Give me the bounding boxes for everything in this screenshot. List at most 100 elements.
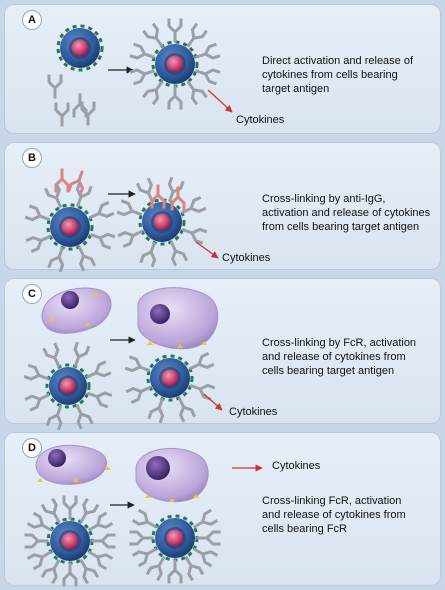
bound-antibody-icon [42,342,61,369]
antigen-markers [45,363,91,409]
antigen-markers [138,198,186,246]
panel-b-description: Cross-linking by anti-IgG, activation an… [262,193,431,233]
nucleus [61,532,79,550]
panel-d-activated-fcr-cell [135,447,209,503]
bound-antibody-icon [40,558,61,585]
panel-b-cytokines-label: Cytokines [222,252,271,264]
bound-antibody-icon [139,241,157,268]
bound-antibody-icon [184,555,205,582]
bound-antibody-icon [77,245,97,272]
panel-c-activated-fcr-cell [137,287,219,350]
fcr-cell-body [135,447,209,503]
bound-antibody-icon [62,495,78,520]
panel-b-target-cell [46,203,94,251]
panel-a-badge: A [22,10,42,30]
bound-antibody-icon [40,497,61,524]
fc-receptor-icon [85,322,91,326]
panel-b-cytokine-arrow [195,241,219,259]
bound-antibody-icon [188,351,215,371]
bound-antibody-icon [167,559,183,584]
bound-antibody-icon [26,511,53,532]
bound-antibody-icon [89,232,116,250]
bound-antibody-icon [91,533,116,549]
bound-antibody-icon [194,68,221,86]
bound-antibody-icon [24,204,51,222]
bound-antibody-icon [189,383,216,401]
fc-receptor-icon [105,466,111,470]
panel-b-badge: B [22,148,42,168]
bound-antibody-icon [181,227,208,245]
panel-c-activated-target-cell [146,354,194,402]
fcr-cell-body [35,444,108,485]
panel-d-badge: D [22,438,42,458]
bound-antibody-icon [142,22,164,48]
panel-a-cytokine-arrow [207,89,233,113]
antigen-markers [56,24,104,72]
bound-antibody-icon [79,558,100,585]
nucleus [153,213,171,231]
anti-igg-icon [170,186,186,211]
fc-receptor-icon [49,317,55,321]
fcr-nucleus [48,449,66,467]
antigen-markers [146,354,194,402]
panel-c-description: Cross-linking by FcR, activation and rel… [262,337,417,377]
anti-igg-icon [150,184,166,209]
fc-receptor-icon [177,344,183,348]
antigen-markers [46,203,94,251]
bound-antibody-icon [87,550,114,571]
bound-antibody-icon [124,355,151,373]
bound-antibody-icon [25,234,52,254]
fc-receptor-icon [93,292,99,296]
fcr-cell-body [137,287,219,350]
panel-d-cytokines-label: Cytokines [272,460,321,472]
panel-d-fcr-cell [35,444,111,485]
fc-receptor-icon [201,341,207,345]
bound-antibody-icon [23,363,50,381]
bound-antibody-icon [147,397,165,424]
bound-antibody-icon [24,393,51,412]
bound-antibody-icon [125,385,152,405]
bound-antibody-icon [192,508,219,529]
bound-antibody-icon [186,80,208,106]
bound-antibody-icon [129,42,156,60]
panel-c-fcr-cell [41,287,112,334]
bound-antibody-icon [142,80,164,106]
bound-antibody-icon [194,42,221,60]
bound-antibody-icon [88,200,115,220]
bound-antibody-icon [85,360,112,379]
bound-antibody-icon [26,550,53,571]
free-antibody-icon [80,101,96,126]
bound-antibody-icon [186,22,208,48]
fc-receptor-icon [145,494,151,498]
bound-antibody-icon [24,533,49,549]
fcr-nucleus [150,304,170,324]
free-antibody-icon [47,74,63,99]
free-antibody-icon [54,102,70,127]
panel-c-cytokines-label: Cytokines [229,406,278,418]
bound-antibody-icon [86,391,113,409]
bound-antibody-icon [117,229,144,249]
panel-a-description: Direct activation and release of cytokin… [262,55,414,95]
nucleus [161,369,179,387]
fcr-cell-body [41,287,112,334]
fc-receptor-icon [193,494,199,498]
panel-d-target-cell [46,517,94,565]
nucleus [166,529,184,547]
bound-antibody-icon [73,341,91,368]
bound-antibody-icon [87,511,114,532]
bound-antibody-icon [43,182,63,209]
panel-d-activated-target-cell [151,514,199,562]
fc-receptor-icon [73,478,79,482]
bound-antibody-icon [62,562,78,587]
bound-antibody-icon [196,530,221,546]
bound-antibody-icon [45,404,63,431]
bound-antibody-icon [145,555,166,582]
panel-c-cytokine-arrow [203,393,223,411]
panel-a-activated-cell [151,40,199,88]
panel-d-description: Cross-linking FcR, activation and releas… [262,495,406,535]
nucleus [71,39,89,57]
bound-antibody-icon [180,195,207,215]
bound-antibody-icon [129,530,154,546]
bound-antibody-icon [47,246,65,273]
